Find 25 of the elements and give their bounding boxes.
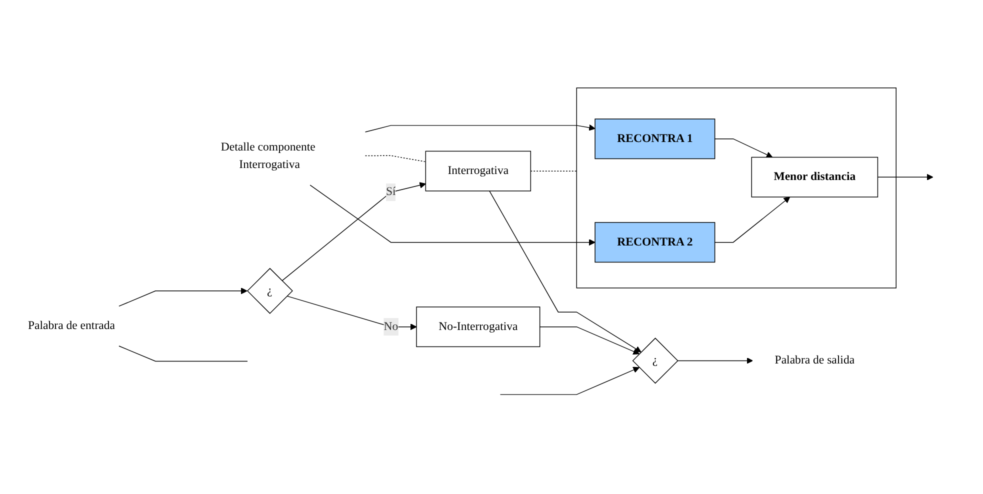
arrow — [489, 190, 642, 353]
dotted-line — [530, 170, 577, 172]
arrow — [118, 288, 248, 307]
decision-diamond: ¿ — [632, 338, 678, 384]
process-box: No-Interrogativa — [416, 306, 540, 348]
process-box: RECONTRA 2 — [594, 222, 716, 263]
arrow — [310, 184, 596, 246]
process-box: Interrogativa — [425, 151, 532, 192]
dotted-line — [364, 156, 426, 162]
arrow — [364, 124, 596, 133]
arrow — [500, 367, 640, 396]
arrow — [677, 358, 753, 364]
text-label: Palabra de salida — [774, 354, 855, 367]
process-box: Menor distancia — [751, 157, 878, 198]
arrow — [714, 138, 773, 158]
arrow — [286, 296, 417, 330]
decision-diamond: ¿ — [246, 268, 293, 314]
arrow — [877, 174, 934, 181]
text-label: Palabra de entrada — [28, 320, 115, 332]
arrow — [539, 326, 640, 355]
process-box: RECONTRA 1 — [594, 118, 716, 160]
text-label: Detalle componente Interrogativa — [220, 141, 316, 172]
line — [118, 346, 248, 362]
arrow — [714, 196, 790, 243]
arrow — [282, 182, 426, 282]
